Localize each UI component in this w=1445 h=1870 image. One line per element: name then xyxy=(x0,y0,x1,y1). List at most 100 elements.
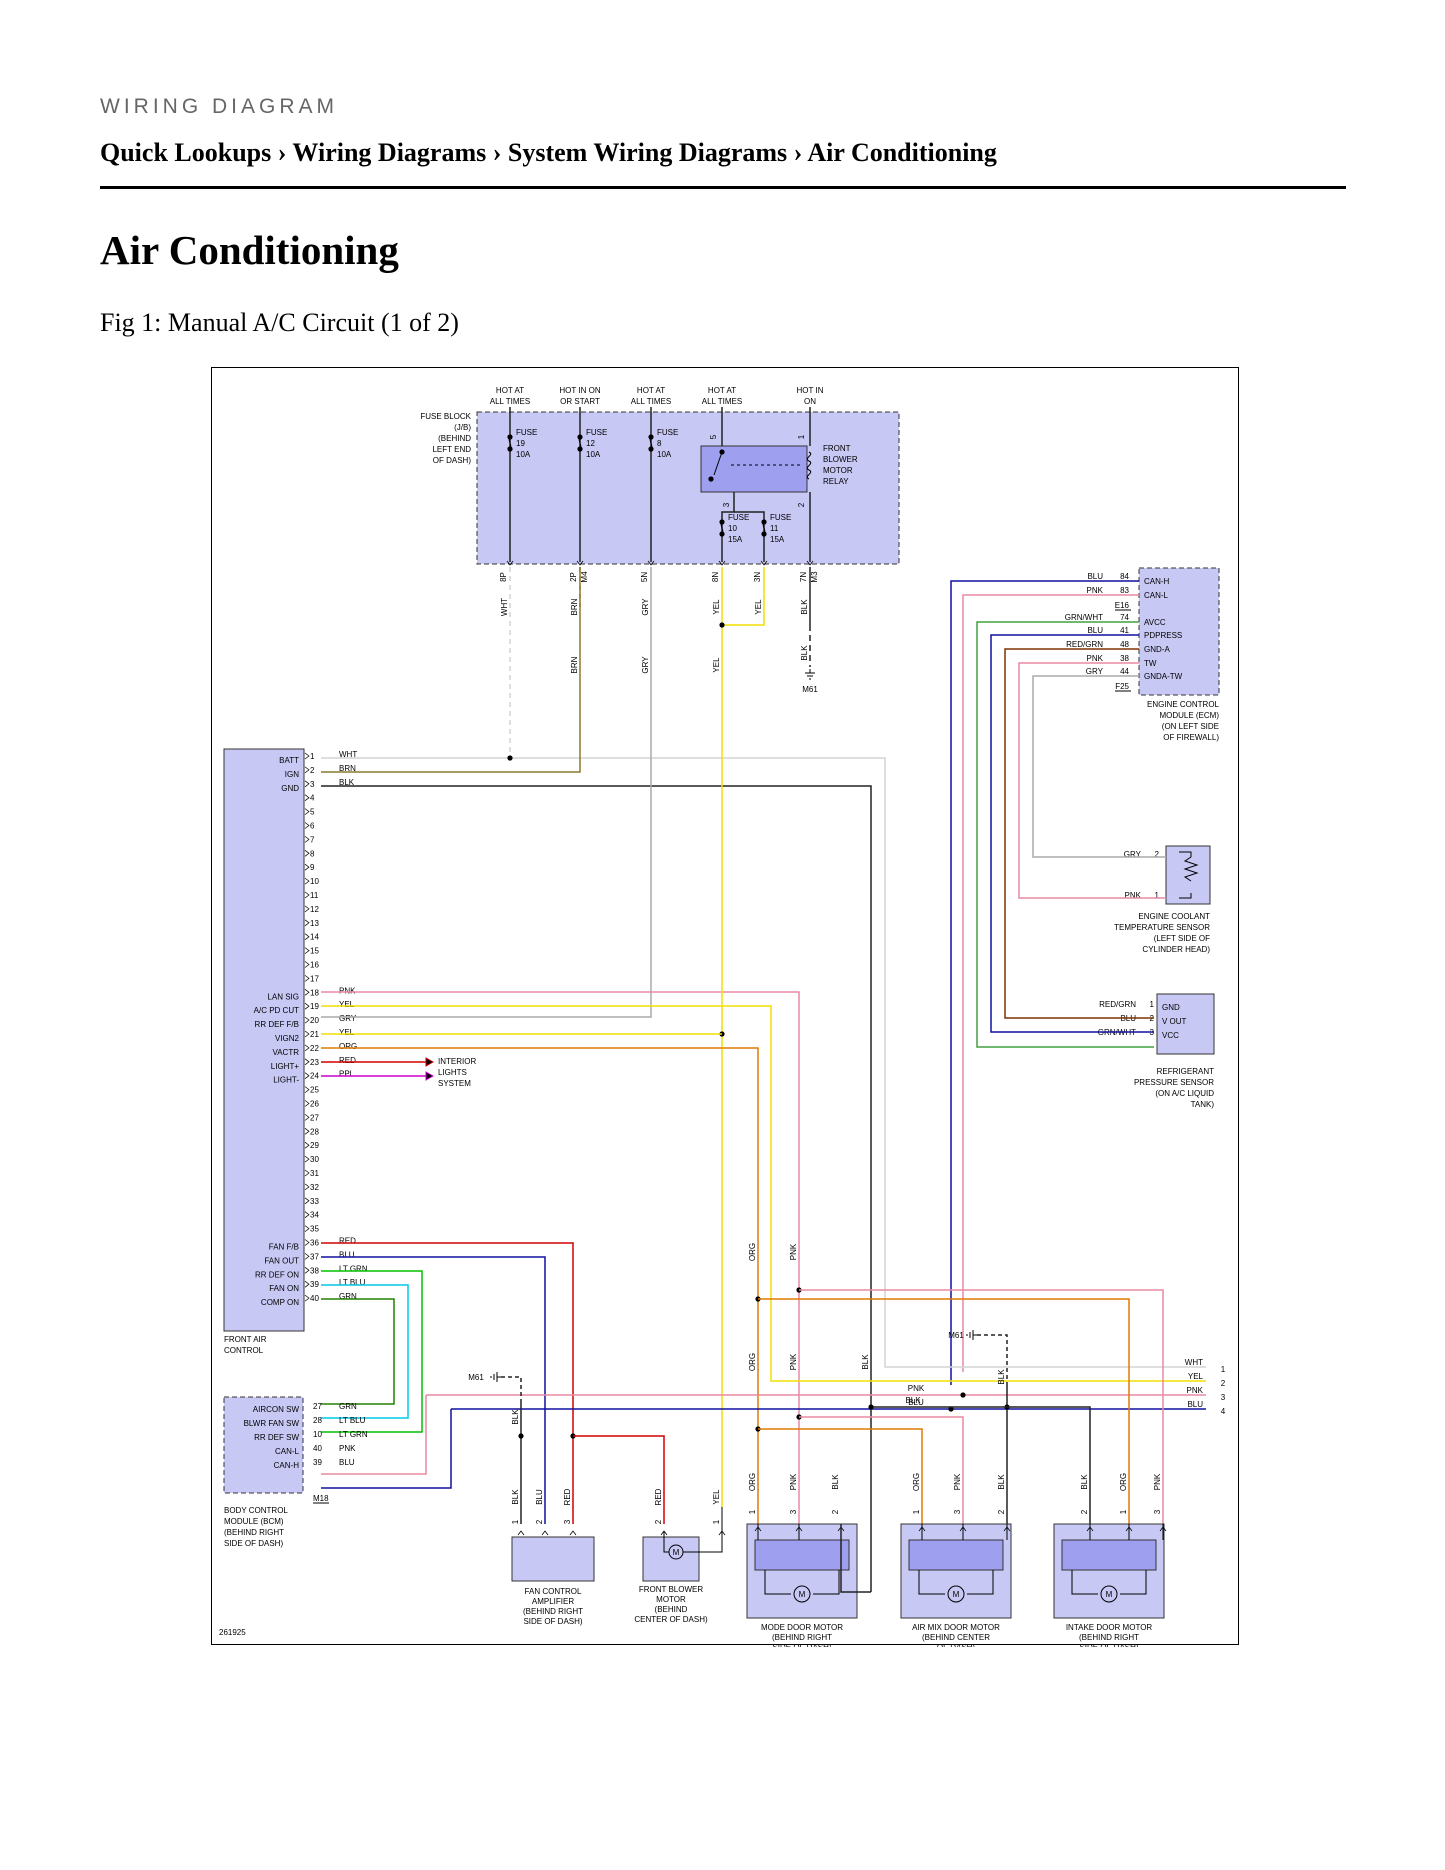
ecm-pin-name: AVCC xyxy=(1144,618,1166,627)
fac-pin-number: 36 xyxy=(310,1239,319,1248)
front-air-control-label: CONTROL xyxy=(224,1346,264,1355)
fac-pin-number: 4 xyxy=(310,794,315,803)
relay-pin: 3 xyxy=(722,502,731,507)
fuse-label: FUSE xyxy=(657,428,678,437)
pin-mark xyxy=(304,794,310,801)
fac-pin-number: 21 xyxy=(310,1030,319,1039)
ground-icon xyxy=(490,1372,501,1382)
fuse-terminal: 2P xyxy=(569,572,578,582)
motor-leads xyxy=(918,1570,994,1595)
fac-pin-number: 27 xyxy=(310,1113,319,1122)
fan-amp-label: SIDE OF DASH) xyxy=(523,1617,582,1626)
right-conn-pin: 2 xyxy=(1221,1379,1226,1388)
batt-wire xyxy=(321,757,1206,1368)
blower-label: (BEHIND xyxy=(655,1605,688,1614)
front-blower-motor xyxy=(642,1536,700,1582)
hot-label: HOT AT xyxy=(496,386,524,395)
fac-pin-number: 29 xyxy=(310,1141,319,1150)
motor-icon xyxy=(947,1585,965,1603)
bcm-wire-color: LT BLU xyxy=(339,1416,366,1425)
fac-wire-color: YEL xyxy=(339,1000,355,1009)
fuse-label: 10 xyxy=(728,524,737,533)
bcm-can-l xyxy=(321,1395,427,1475)
interior-lights-label: INTERIOR xyxy=(438,1057,476,1066)
wire-color-label: WHT xyxy=(500,598,509,616)
ground-icon xyxy=(805,669,815,680)
relay-pin: 2 xyxy=(797,502,806,507)
fac-pin-name: BATT xyxy=(279,756,299,765)
pin-mark xyxy=(660,1530,668,1536)
fac-wire-color: LT GRN xyxy=(339,1264,368,1273)
hot-label: ALL TIMES xyxy=(631,397,671,406)
fuse-label: 8 xyxy=(657,439,662,448)
wire-color-label: ORG xyxy=(1119,1473,1128,1491)
pin-mark xyxy=(718,1530,726,1536)
component-pin: 2 xyxy=(654,1519,663,1524)
wire-color-label: BLU xyxy=(535,1489,544,1505)
ecm-pin-name: CAN-H xyxy=(1144,577,1170,586)
coolant-temp-sensor xyxy=(1165,845,1211,905)
refrigerant-sensor-label: (ON A/C LIQUID xyxy=(1155,1089,1214,1098)
pin-mark xyxy=(304,1211,310,1218)
fac-pin-name: LAN SIG xyxy=(267,992,299,1001)
pin-mark xyxy=(304,1100,310,1107)
fuse-terminal: 8N xyxy=(711,572,720,582)
motor-symbol: M xyxy=(1106,1590,1113,1599)
breadcrumb[interactable]: Quick Lookups › Wiring Diagrams › System… xyxy=(100,138,997,167)
fac-pin-number: 3 xyxy=(310,780,315,789)
ecm-wire-color: BLU xyxy=(1087,572,1103,581)
wire-color-label: BLK xyxy=(997,1369,1006,1385)
gnd-wire xyxy=(321,785,872,1592)
relay-out xyxy=(734,511,765,562)
refrigerant-sensor-label: REFRIGERANT xyxy=(1157,1067,1214,1076)
airmix-pnk-wire xyxy=(799,1416,964,1524)
fac-pin-number: 7 xyxy=(310,835,315,844)
pin-mark xyxy=(304,1016,310,1024)
mode-door-motor-label: SIDE OF DASH) xyxy=(772,1643,831,1647)
bcm-wire-color: BLU xyxy=(339,1458,355,1467)
ign-wire xyxy=(321,567,581,773)
blower-relay xyxy=(700,445,808,493)
bcm-pin-number: 10 xyxy=(313,1430,322,1439)
splice-dot xyxy=(960,1392,966,1398)
pin-mark xyxy=(304,808,310,815)
splice-dot xyxy=(719,449,725,455)
relay-switch xyxy=(713,451,723,476)
fac-wire-color: ORG xyxy=(339,1042,357,1051)
fac-pin-number: 10 xyxy=(310,877,319,886)
ground-wire xyxy=(977,1334,1008,1382)
pin-mark xyxy=(304,1128,310,1135)
fac-pin-name: LIGHT+ xyxy=(271,1062,300,1071)
pin-mark xyxy=(304,766,310,774)
right-conn-pin: 3 xyxy=(1221,1393,1226,1402)
sensor-pin-name: VCC xyxy=(1162,1031,1179,1040)
right-conn-wire-color: WHT xyxy=(1185,1358,1203,1367)
wire-color-label: GRY xyxy=(641,598,650,616)
pin-mark xyxy=(304,1086,310,1093)
wire-color-label: BLK xyxy=(511,1409,520,1425)
pin-mark xyxy=(1003,1526,1011,1532)
avcc-wire xyxy=(976,621,1154,1048)
splice-dot xyxy=(868,1404,874,1410)
wire-color-label: BLK xyxy=(1080,1474,1089,1490)
wire-color-label: YEL xyxy=(712,1489,721,1505)
pin-mark xyxy=(304,1002,310,1010)
fac-pin-number: 8 xyxy=(310,849,315,858)
ecm-wire-color: PNK xyxy=(1087,654,1104,663)
pdpress-wire xyxy=(990,634,1154,1033)
splice-dot xyxy=(719,531,725,537)
wire-color-label: BLK xyxy=(861,1354,870,1370)
fuse-terminal: M3 xyxy=(810,571,819,583)
pin-mark xyxy=(304,836,310,843)
motor-symbol: M xyxy=(799,1590,806,1599)
refrigerant-sensor-label: TANK) xyxy=(1191,1100,1215,1109)
fac-pin-number: 12 xyxy=(310,905,319,914)
fac-pin-number: 39 xyxy=(310,1280,319,1289)
blower-label: CENTER OF DASH) xyxy=(634,1615,708,1624)
air-mix-door-motor xyxy=(900,1523,1012,1619)
pin-mark xyxy=(647,560,655,566)
pin-mark xyxy=(304,822,310,829)
pin-mark xyxy=(304,1267,310,1274)
sensor-pin: 1 xyxy=(1155,891,1160,900)
pin-mark xyxy=(304,933,310,940)
